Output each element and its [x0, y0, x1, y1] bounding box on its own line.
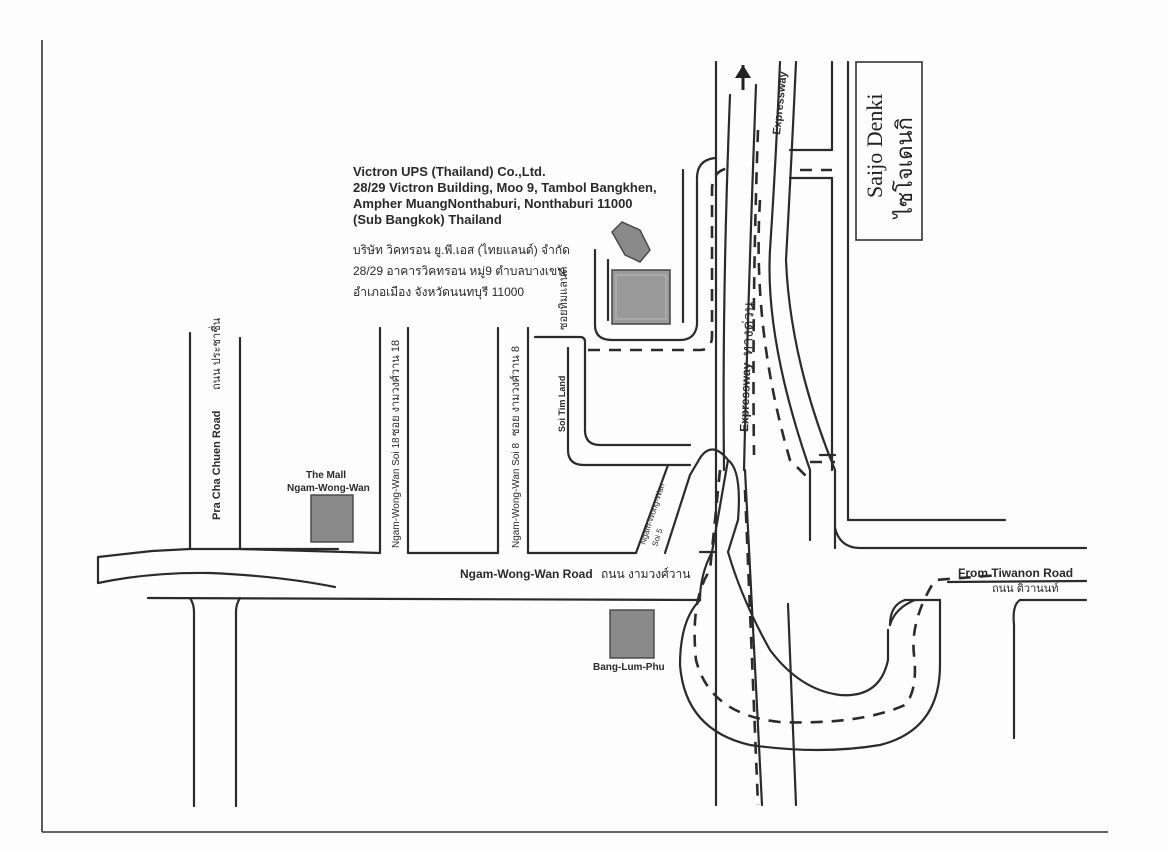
warehouse-building: [611, 221, 651, 263]
company-name-en: Victron UPS (Thailand) Co.,Ltd.: [353, 164, 546, 179]
expressway-main-label-th: ทางด่วน: [739, 302, 758, 357]
company-name-th: บริษัท วิคทรอน ยู.พี.เอส (ไทยแลนด์) จำกั…: [353, 243, 570, 258]
pra-cha-chuen-road: [188, 331, 242, 808]
expressway-main-label-en: Expressway: [737, 362, 753, 432]
ngam-wong-wan-road-label-th: ถนน งามวงศ์วาน: [601, 567, 690, 581]
soi-8-label-th: ซอย งามวงศ์วาน 8: [509, 346, 522, 436]
soi-5-label-en-2: Soi 5: [650, 527, 664, 548]
company-address: Victron UPS (Thailand) Co.,Ltd. 28/29 Vi…: [353, 164, 657, 300]
soi-tim-land-label-en: Soi Tim Land: [557, 376, 567, 432]
soi-roads: [378, 326, 530, 555]
the-mall-label-2: Ngam-Wong-Wan: [287, 483, 370, 494]
bang-lum-phu-label: Bang-Lum-Phu: [593, 662, 665, 673]
north-arrow-icon: [735, 65, 751, 90]
soi-tim-land-road: [533, 156, 731, 467]
expressway-top-label: Expressway: [771, 70, 790, 135]
company-address-en-3: (Sub Bangkok) Thailand: [353, 212, 502, 227]
saijo-denki-en: Saijo Denki: [862, 94, 887, 199]
company-address-th-1: 28/29 อาคารวิคทรอน หมู่9 ตำบลบางเขน: [353, 264, 565, 279]
company-address-en-2: Ampher MuangNonthaburi, Nonthaburi 11000: [353, 196, 633, 211]
victron-building: [611, 269, 671, 325]
the-mall-label-1: The Mall: [306, 470, 346, 481]
saijo-denki-box: [855, 61, 923, 241]
company-address-en-1: 28/29 Victron Building, Moo 9, Tambol Ba…: [353, 180, 657, 195]
saijo-denki-th: ไซโจเดนกิ: [892, 117, 917, 220]
soi-18-label-en: Ngam-Wong-Wan Soi 18: [391, 437, 402, 548]
soi-5-road: [634, 463, 692, 555]
page-frame: [41, 40, 1108, 833]
tiwanon-label-th: ถนน ติวานนท์: [992, 582, 1059, 595]
tiwanon-label-en: From Tiwanon Road: [958, 566, 1073, 580]
bang-lum-phu-building: [609, 609, 655, 659]
expressway: [714, 60, 1088, 807]
loop-interchange: [678, 448, 1001, 752]
soi-tim-land-label-th: ซอยทิมแลนด์: [557, 266, 570, 330]
company-address-th-2: อำเภอเมือง จังหวัดนนทบุรี 11000: [353, 285, 524, 300]
ngam-wong-wan-road-label-en: Ngam-Wong-Wan Road: [460, 567, 593, 581]
soi-8-label-en: Ngam-Wong-Wan Soi 8: [511, 443, 522, 548]
pra-cha-chuen-label-en: Pra Cha Chuen Road: [211, 411, 223, 520]
the-mall-building: [310, 494, 354, 543]
soi-18-label-th: ซอย งามวงศ์วาน 18: [389, 340, 402, 436]
pra-cha-chuen-label-th: ถนน ประชาชื่น: [208, 317, 223, 390]
